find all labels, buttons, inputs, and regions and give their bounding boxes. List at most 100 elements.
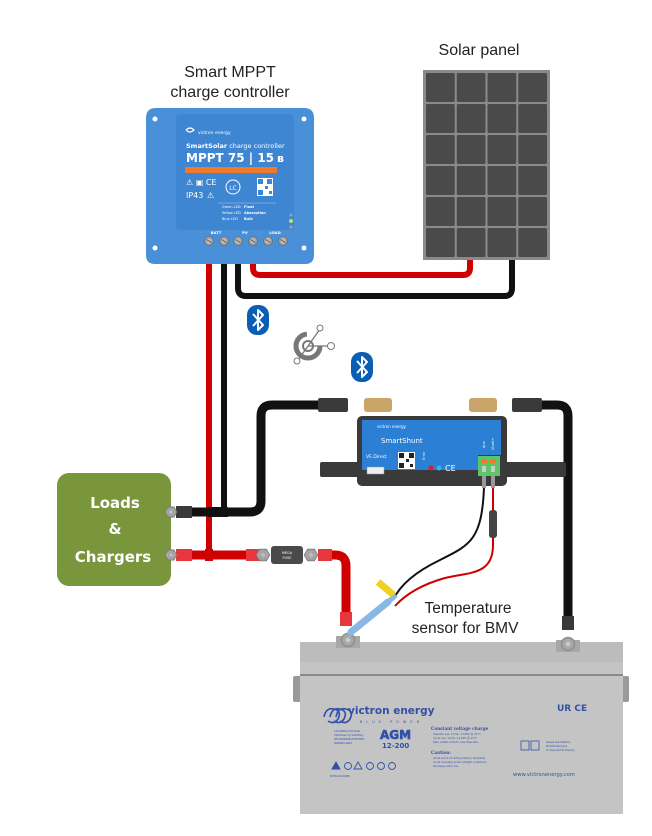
shunt-ce-mark: CE (445, 464, 456, 473)
mega-fuse[interactable]: MEGA FUSE (255, 546, 319, 564)
battery-case (300, 662, 623, 814)
fuse-label-line1: MEGA (282, 551, 293, 555)
solar-cell (518, 73, 547, 102)
pv-positive-wire (250, 250, 473, 278)
svg-text:NONSPILLABLE: NONSPILLABLE (334, 742, 352, 745)
screw-slot (250, 239, 256, 243)
shunt-cable-lug-right (512, 398, 542, 412)
svg-text:Max. initial current: less tha: Max. initial current: less than 40A (433, 740, 478, 744)
agm-battery[interactable]: victron energy BLUE POWER 12V/200Ah(C20)… (293, 642, 629, 814)
battery-cert-marks: UR CE (557, 704, 587, 714)
terminal-group-batt: BATT (211, 230, 222, 235)
controller-label-line1: Smart MPPT (184, 64, 276, 81)
battery-caution-lines: Avoid short-circuiting battery terminals… (432, 756, 487, 768)
svg-text:Green LED: Green LED (222, 205, 241, 209)
screw-slot (206, 239, 212, 243)
temp-sensor-label-line2: sensor for BMV (412, 620, 519, 637)
solar-cell (426, 73, 455, 102)
victron-connect-icon (293, 324, 335, 365)
solar-cell (426, 197, 455, 226)
victron-logo-icon (185, 127, 195, 133)
screw-slot (221, 239, 227, 243)
loads-negative-terminal (164, 506, 178, 518)
svg-text:RECHARGEABLE BATTERY: RECHARGEABLE BATTERY (334, 738, 365, 741)
controller-brand: victron energy (198, 130, 231, 136)
solar-cell (487, 166, 517, 195)
shunt-aux-label: Aux (482, 441, 486, 448)
shunt-cable-lug-left (318, 398, 348, 412)
battery-lid (300, 642, 623, 662)
temp-sensor-ring-lug (347, 598, 392, 636)
screw-slot (265, 239, 271, 243)
loads-label-line1: Loads (90, 494, 140, 512)
loads-positive-terminal (164, 549, 178, 561)
loads-positive-sleeve (176, 549, 192, 561)
temperature-sensor[interactable] (347, 579, 398, 636)
shunt-vbatt-label: Vbatt+ (491, 437, 495, 450)
mount-hole (152, 245, 158, 251)
svg-text:Blue LED: Blue LED (222, 217, 238, 221)
svg-text:Float: Float (244, 205, 254, 209)
shunt-name: SmartShunt (381, 437, 423, 445)
shunt-aux-terminal-block[interactable] (478, 456, 500, 476)
battery-model: 12-200 (382, 742, 409, 750)
inline-fuse-holder (489, 510, 497, 538)
svg-text:Yellow LED: Yellow LED (222, 211, 241, 215)
loads-negative-sleeve (176, 506, 192, 518)
solar-cell (487, 104, 517, 133)
controller-qr-code (257, 178, 273, 196)
solar-cell (487, 73, 517, 102)
solar-cell (426, 228, 455, 257)
controller-ip-rating: IP43 (186, 191, 203, 200)
solar-cell (518, 228, 547, 257)
battery-positive-sleeve (340, 612, 352, 626)
controller-orange-stripe (185, 167, 277, 173)
battery-brand: victron energy (348, 705, 435, 717)
svg-text:Or Disposed Of Properly: Or Disposed Of Properly (546, 749, 575, 752)
svg-text:Bulk: Bulk (244, 217, 253, 221)
smartshunt[interactable]: victron energy SmartShunt VE.Direct Erro… (318, 398, 566, 538)
fuse-label-line2: FUSE (282, 556, 291, 560)
solar-cell (426, 135, 455, 164)
loads-and-chargers[interactable]: Loads & Chargers (57, 473, 171, 586)
battery-caution-title: Caution: (431, 750, 451, 755)
battery-website: www.victronenergy.com (513, 772, 575, 778)
mount-hole (152, 116, 158, 122)
solar-cell (487, 228, 517, 257)
shunt-brass-bolt-right (469, 398, 497, 412)
solar-cell (426, 166, 455, 195)
ve-direct-port[interactable] (366, 466, 385, 475)
temp-sensor-ferrule-red (491, 476, 495, 488)
controller-label-line2: charge controller (170, 84, 290, 101)
solar-cell (456, 104, 486, 133)
battery-positive-terminal (336, 632, 360, 648)
fuse-body (271, 546, 303, 564)
screw-slot (280, 239, 286, 243)
battery-victron-logo-icon (323, 707, 353, 724)
shunt-brand: victron energy (377, 424, 407, 429)
svg-text:Standby use: 13.50~13.80V @ 25: Standby use: 13.50~13.80V @ 25°C (433, 732, 481, 736)
battery-spec-block: 12V/200Ah(C20) Rate AGM Deep Cycle Batte… (334, 730, 365, 745)
svg-text:Avoid short-circuiting battery: Avoid short-circuiting battery terminals (432, 756, 486, 760)
battery-charge-title: Constant voltage charge (431, 726, 489, 731)
mount-hole (301, 116, 307, 122)
solar-panel[interactable] (423, 70, 550, 260)
controller-ul-mark: LC (229, 185, 237, 192)
bluetooth-icon (351, 352, 373, 382)
battery-recycle-icons (520, 740, 540, 751)
temp-sensor-label-line1: Temperature (424, 600, 511, 617)
temp-sensor-ring-lug-tip (386, 593, 398, 604)
mppt-charge-controller[interactable]: victron energy SmartSolar charge control… (146, 108, 314, 264)
mount-hole (301, 245, 307, 251)
svg-text:Cycle use: 14.50~14.90V @ 25°C: Cycle use: 14.50~14.90V @ 25°C (433, 736, 477, 740)
svg-text:12V/200Ah(C20) Rate: 12V/200Ah(C20) Rate (334, 730, 361, 733)
ul-mark-icon (225, 179, 241, 195)
loads-label-line3: Chargers (75, 548, 152, 566)
shunt-error-led (428, 465, 434, 471)
solar-cell (456, 135, 486, 164)
svg-text:AGM Deep Cycle Battery: AGM Deep Cycle Battery (334, 734, 364, 737)
terminal-group-pv: PV (242, 230, 248, 235)
shunt-error-label: Error (422, 451, 426, 460)
svg-text:Avoid charging under airtight: Avoid charging under airtight conditions (432, 760, 487, 764)
controller-led-legend: Green LED Float Yellow LED Absorption Bl… (218, 202, 276, 221)
